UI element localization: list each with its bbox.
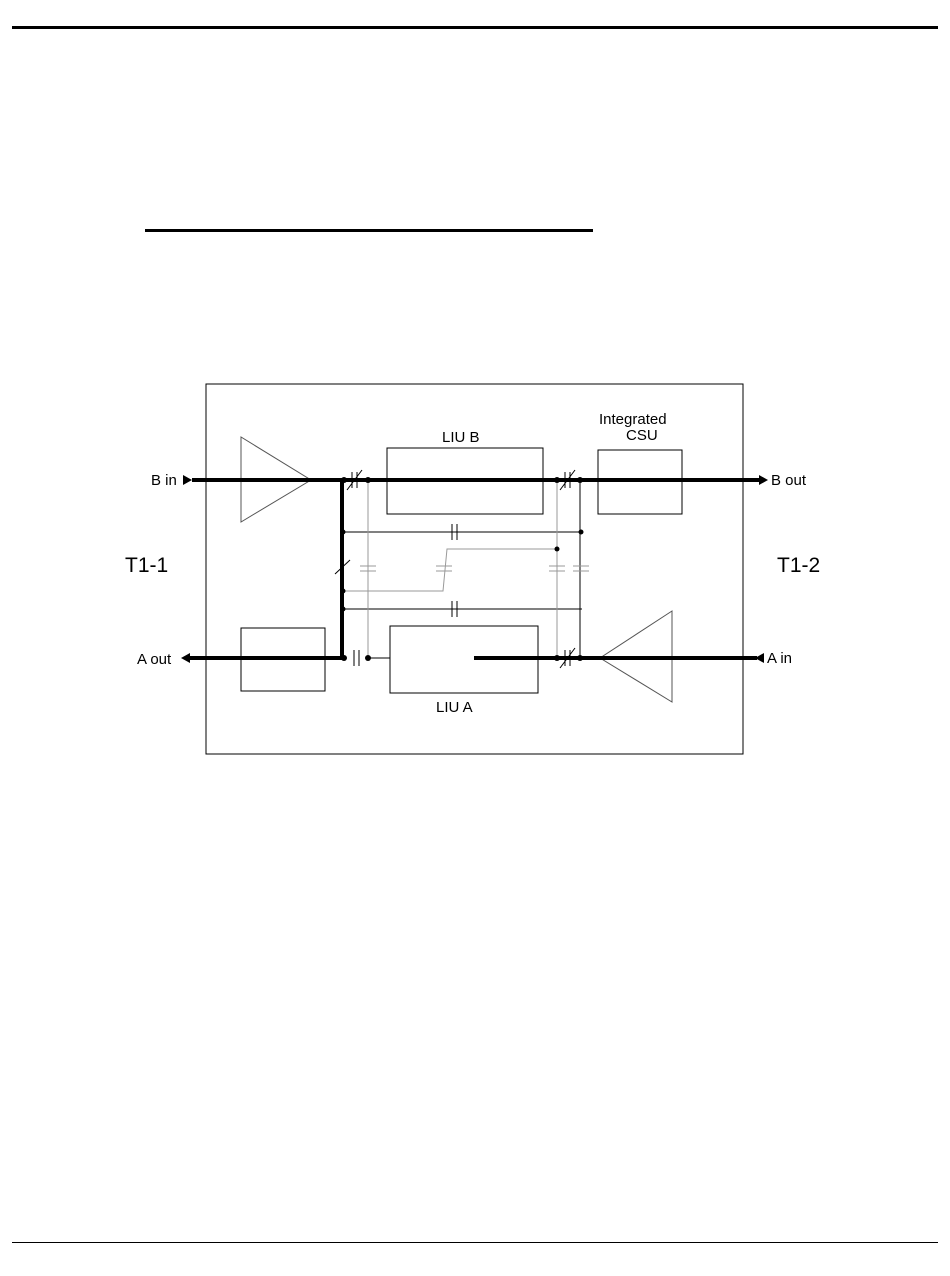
liu-b-label: LIU B [442, 429, 480, 446]
relay-contacts-gray [360, 566, 589, 571]
t1-1-label: T1-1 [125, 554, 168, 577]
a-out-arrow [181, 653, 190, 663]
liu-a-label: LIU A [436, 699, 473, 716]
junction-dots [341, 477, 584, 661]
a-in-label: A in [767, 650, 792, 667]
a-in-arrow [755, 653, 764, 663]
b-in-arrow [183, 475, 192, 485]
a-out-label: A out [137, 651, 172, 668]
csu-label-line2: CSU [626, 427, 658, 444]
b-out-arrow [759, 475, 768, 485]
t1-2-label: T1-2 [777, 554, 820, 577]
b-out-label: B out [771, 472, 807, 489]
csu-label-line1: Integrated [599, 411, 667, 428]
b-in-label: B in [151, 472, 177, 489]
cross-connect-wire [343, 549, 557, 591]
relay-contacts [335, 470, 575, 668]
